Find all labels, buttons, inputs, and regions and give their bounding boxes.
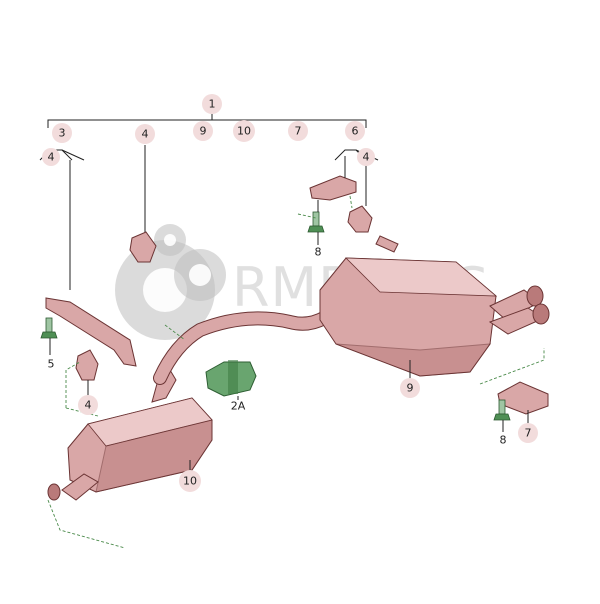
callout-4-bottom: 4 [78, 395, 98, 415]
pipe-clamp [205, 360, 257, 397]
callout-6-text: 6 [352, 125, 359, 138]
upper-rear-bracket [309, 175, 357, 201]
callout-4-right: 4 [357, 148, 375, 166]
bushing-top-left [129, 231, 157, 263]
callout-10-front: 10 [179, 470, 201, 492]
callout-4-bushing-top-text: 4 [142, 128, 149, 141]
bolt-upper [307, 211, 325, 233]
callout-3: 3 [52, 123, 72, 143]
front-muffler [47, 369, 213, 501]
intermediate-pipe [153, 293, 352, 385]
label-5: 5 [48, 358, 55, 371]
callout-4-bottom-text: 4 [85, 399, 92, 412]
callout-1-text: 1 [209, 98, 216, 111]
callout-9-rear: 9 [400, 378, 420, 398]
callout-7-top: 7 [288, 121, 308, 141]
bushing-lower-left [75, 349, 99, 381]
callout-7-bracket: 7 [518, 423, 538, 443]
callout-1: 1 [202, 94, 222, 114]
lower-rear-bracket [497, 381, 549, 415]
callout-9-top-text: 9 [200, 125, 207, 138]
watermark-gear-icon [115, 224, 226, 340]
callout-7-top-text: 7 [295, 125, 302, 138]
callout-10-top: 10 [233, 120, 255, 142]
callout-9-rear-text: 9 [407, 382, 414, 395]
callout-4-right-text: 4 [363, 151, 370, 164]
top-bracket [47, 114, 367, 128]
rubber-bushings [75, 205, 373, 381]
callout-4-left-text: 4 [48, 151, 55, 164]
rear-muffler [319, 235, 550, 377]
front-hanger-bracket [45, 297, 137, 367]
label-8-upper: 8 [315, 246, 322, 259]
callout-4-left: 4 [42, 148, 60, 166]
callout-7-bracket-text: 7 [525, 427, 532, 440]
callout-10-front-text: 10 [183, 475, 197, 488]
label-2a: 2A [231, 400, 246, 413]
callout-4-bushing-top: 4 [135, 124, 155, 144]
label-8-lower: 8 [500, 434, 507, 447]
callout-9-top: 9 [193, 121, 213, 141]
callout-10-top-text: 10 [237, 125, 251, 138]
bolt-lower-right [493, 399, 511, 421]
bushing-right [347, 205, 373, 233]
bolt-left [40, 317, 58, 339]
callout-6: 6 [345, 121, 365, 141]
callout-3-text: 3 [59, 127, 66, 140]
